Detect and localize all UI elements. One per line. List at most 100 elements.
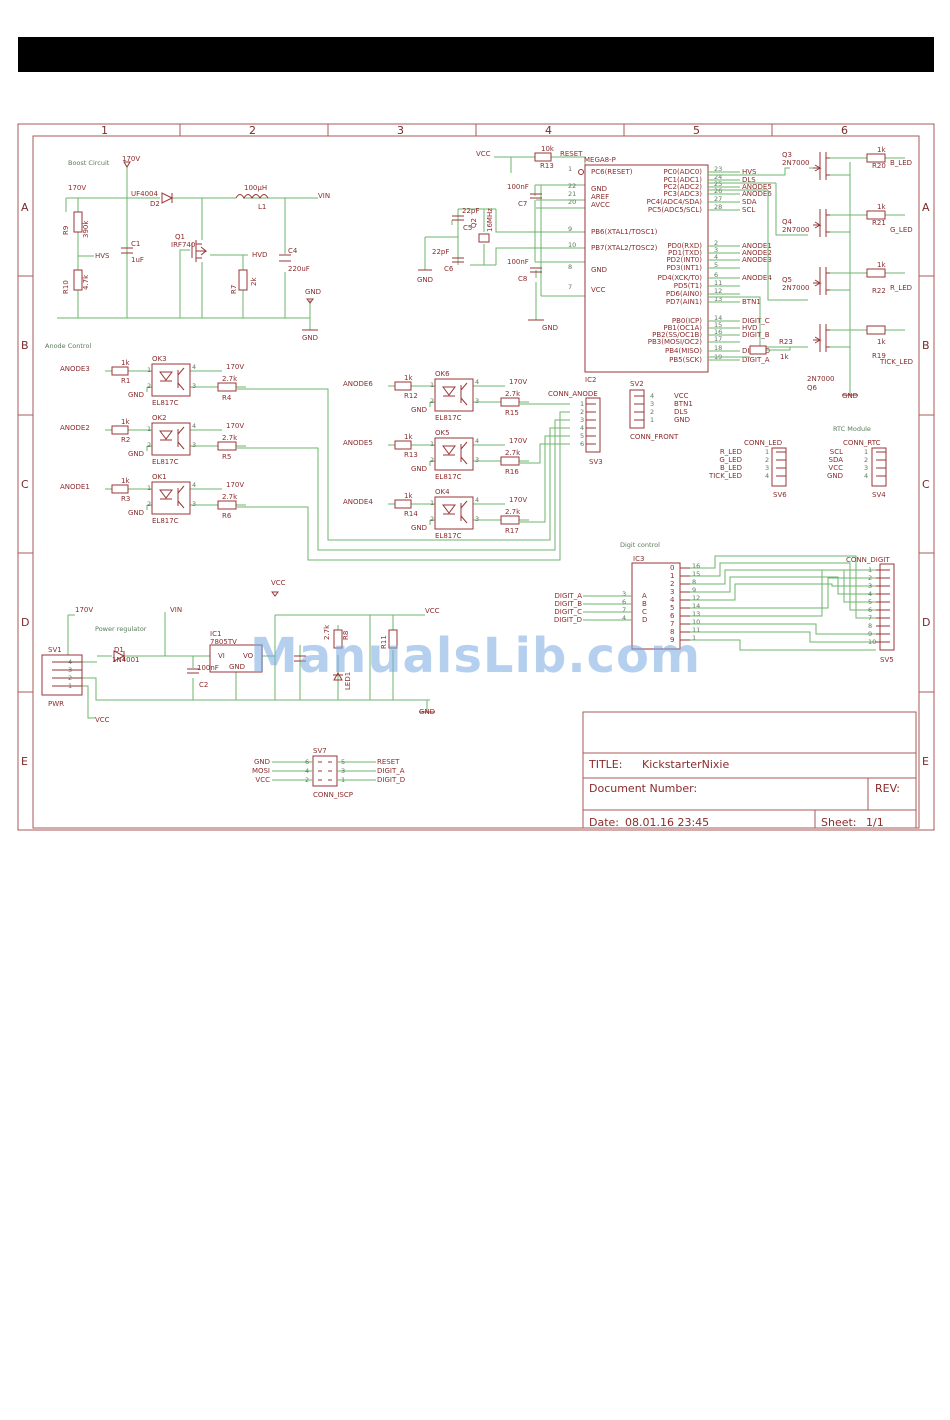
svg-text:RESET: RESET <box>560 150 583 158</box>
net-label: G_LED <box>719 456 742 464</box>
anode-net: ANODE2 <box>60 424 90 432</box>
svg-text:Q6: Q6 <box>807 384 818 392</box>
svg-text:220uF: 220uF <box>288 265 310 273</box>
pin-number: 4 <box>765 472 769 480</box>
pin-number: 15 <box>714 321 722 329</box>
svg-text:1uF: 1uF <box>131 256 144 264</box>
res-name: R4 <box>222 394 232 402</box>
sv2-conn-front: SV2 CONN_FRONT <box>629 380 679 441</box>
net-label: ANODE1 <box>742 242 772 250</box>
net-label: ANODE5 <box>742 183 772 191</box>
res-name: R5 <box>222 453 231 461</box>
anode-net: ANODE1 <box>60 483 90 491</box>
svg-text:VI: VI <box>218 652 225 660</box>
pin-name: AVCC <box>591 201 610 209</box>
pin-number: 4 <box>868 590 872 598</box>
pin-name: PC1(ADC1) <box>663 176 702 184</box>
pin-number: 22 <box>568 182 576 190</box>
pin-number: 3 <box>68 666 72 674</box>
pin-number: 4 <box>475 496 479 504</box>
pin-number: 3 <box>622 590 626 598</box>
svg-text:CONN_LED: CONN_LED <box>744 439 782 447</box>
svg-text:GND: GND <box>542 324 558 332</box>
net-label: DIGIT_D <box>554 616 582 624</box>
res-value: 1k <box>404 374 413 382</box>
net-label: GND <box>827 472 843 480</box>
gnd-label: GND <box>128 391 144 399</box>
opto-value: EL817C <box>152 458 179 466</box>
row-label: A <box>21 201 29 214</box>
pin-number: 2 <box>305 776 309 784</box>
sheet-value: 1/1 <box>866 816 884 829</box>
pin-number: 3 <box>475 456 479 464</box>
svg-text:R23: R23 <box>779 338 793 346</box>
net-label: ANODE2 <box>742 249 772 257</box>
net-label: DIGIT_C <box>742 317 770 325</box>
pin-number: 3 <box>580 416 584 424</box>
svg-text:VIN: VIN <box>318 192 330 200</box>
v170-label: 170V <box>226 422 244 430</box>
pin-number: 1 <box>147 425 151 433</box>
col-label: 5 <box>693 124 700 137</box>
net-label: DIGIT_D <box>377 776 405 784</box>
date-label: Date: <box>589 816 619 829</box>
gnd-label: GND <box>128 509 144 517</box>
net-label: BTN1 <box>742 298 761 306</box>
pin-name: 8 <box>670 628 674 636</box>
svg-text:4.7k: 4.7k <box>82 274 90 290</box>
pin-name: A <box>642 592 647 600</box>
pin-name: PB6(XTAL1/TOSC1) <box>591 228 658 236</box>
svg-text:C8: C8 <box>518 275 527 283</box>
pin-number: 3 <box>650 400 654 408</box>
sheet-label: Sheet: <box>821 816 857 829</box>
sv7-isp-header: SV7 CONN_ISCP <box>312 747 353 799</box>
svg-text:GND: GND <box>302 334 318 342</box>
gnd-label: GND <box>128 450 144 458</box>
drawing-frame <box>17 123 935 831</box>
pin-number: 4 <box>864 472 868 480</box>
pin-number: 23 <box>714 165 722 173</box>
svg-text:R7: R7 <box>230 285 238 294</box>
row-label: C <box>922 478 930 491</box>
net-label: MOSI <box>252 767 270 775</box>
svg-text:D1: D1 <box>114 646 124 654</box>
pin-number: 3 <box>868 582 872 590</box>
row-label: C <box>21 478 29 491</box>
pin-number: 5 <box>868 598 872 606</box>
pin-number: 1 <box>147 484 151 492</box>
pin-name: 6 <box>670 612 675 620</box>
svg-text:2N7000: 2N7000 <box>782 159 810 167</box>
opto-name: OK6 <box>435 370 450 378</box>
svg-text:GND: GND <box>229 663 245 671</box>
col-label: 1 <box>101 124 108 137</box>
svg-text:22pF: 22pF <box>432 248 449 256</box>
row-label: E <box>922 755 929 768</box>
svg-text:Power regulator: Power regulator <box>95 625 147 633</box>
svg-text:C2: C2 <box>199 681 208 689</box>
pin-number: 3 <box>192 441 196 449</box>
svg-text:VCC: VCC <box>95 716 110 724</box>
pin-name: PC4(ADC4/SDA) <box>647 198 703 206</box>
pin-number: 2 <box>68 674 72 682</box>
svg-text:VCC: VCC <box>476 150 491 158</box>
net-label: SCL <box>830 448 843 456</box>
svg-text:2k: 2k <box>250 277 258 286</box>
col-label: 3 <box>397 124 404 137</box>
v170-label: 170V <box>509 378 527 386</box>
pin-name: GND <box>591 266 607 274</box>
frame-labels: 1 2 3 4 5 6 A B C D E A B C D E <box>21 124 930 768</box>
net-label: VCC <box>828 464 843 472</box>
pin-number: 9 <box>568 225 572 233</box>
pin-number: 4 <box>650 392 654 400</box>
pin-number: 2 <box>430 397 434 405</box>
svg-text:2N7000: 2N7000 <box>782 284 810 292</box>
title-label: TITLE: <box>588 758 622 771</box>
